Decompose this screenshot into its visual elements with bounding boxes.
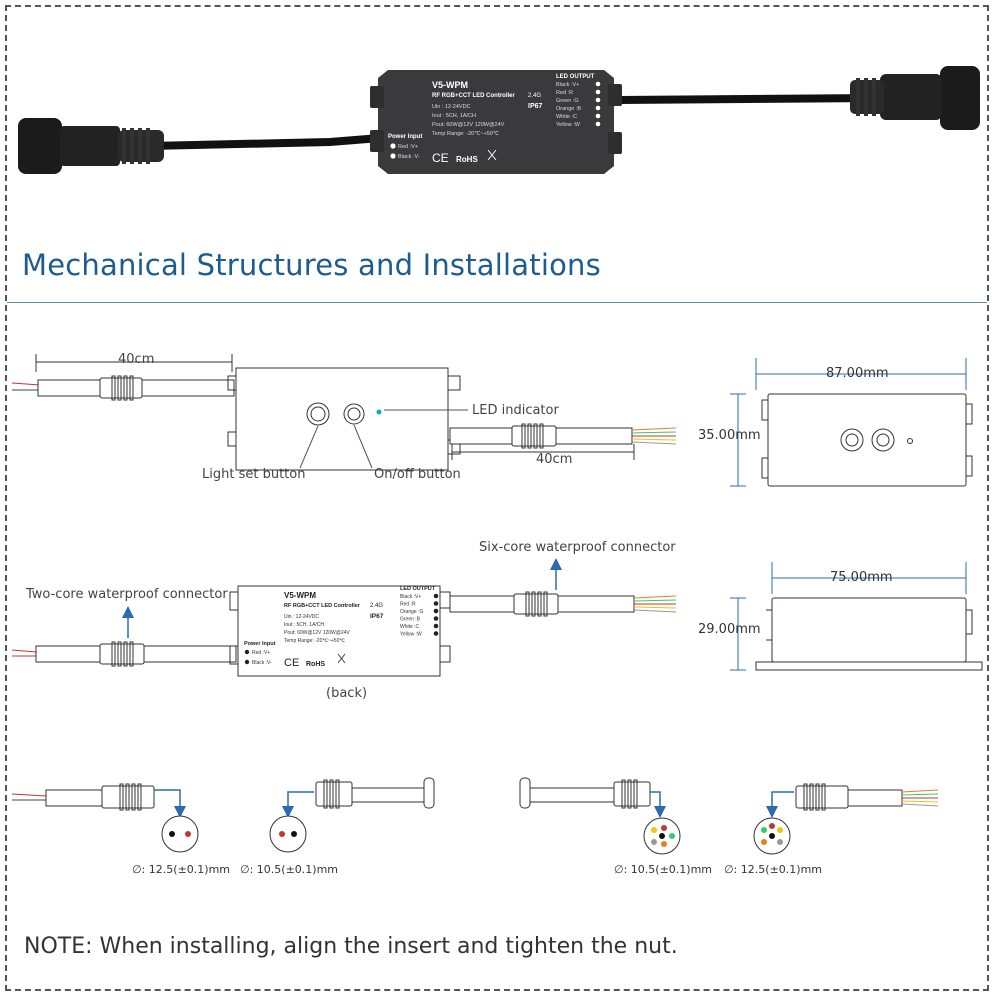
svg-text:RF RGB+CCT LED Controller: RF RGB+CCT LED Controller [284, 603, 361, 609]
terminal-dot [433, 608, 439, 614]
terminal-dot [595, 97, 601, 103]
terminal-dot [433, 623, 439, 629]
dimension-width-top: 87.00mm [826, 366, 889, 381]
connector-diameter-2: ∅: 10.5(±0.1)mm [240, 863, 339, 876]
led-output-line: Green :B [400, 617, 421, 623]
svg-text:RoHS: RoHS [456, 155, 478, 164]
svg-text:CE: CE [284, 657, 299, 669]
connector-details [11, 777, 939, 855]
dimension-height-bottom: 29.00mm [698, 622, 761, 637]
led-output-line: Black :V+ [400, 594, 421, 600]
svg-text:Iout : 5CH, 1A/CH: Iout : 5CH, 1A/CH [284, 622, 324, 628]
svg-text:Red :V+: Red :V+ [398, 144, 418, 150]
dimension-width-bottom: 75.00mm [830, 570, 893, 585]
terminal-dot [595, 81, 601, 87]
top-dimension-view [730, 358, 973, 487]
led-output-line: Green :G [556, 98, 579, 104]
svg-text:Pout: 60W@12V 120W@24V: Pout: 60W@12V 120W@24V [432, 122, 505, 128]
terminal-dot [595, 105, 601, 111]
terminal-dot [433, 616, 439, 621]
led-indicator-label: LED indicator [472, 403, 559, 418]
led-output-line: Orange :G [400, 609, 423, 615]
light-set-button-label: Light set button [202, 467, 306, 482]
svg-text:Temp Range: -20℃~+50℃: Temp Range: -20℃~+50℃ [432, 131, 500, 137]
device-body [378, 70, 614, 174]
led-output-line: White :C [556, 114, 577, 120]
title-divider [7, 302, 987, 303]
six-core-connector-label: Six-core waterproof connector [479, 540, 676, 555]
onoff-button-label: On/off button [374, 467, 461, 482]
cable-length-left: 40cm [118, 352, 155, 367]
led-output-line: Yellow :W [556, 122, 581, 128]
led-output-line: Black :V+ [556, 82, 579, 88]
terminal-dot [433, 601, 439, 606]
back-label: (back) [326, 686, 368, 701]
led-output-line: Red :R [556, 90, 573, 96]
dashed-frame [5, 5, 989, 991]
svg-text:Black :V-: Black :V- [398, 154, 420, 160]
connector-diameter-1: ∅: 12.5(±0.1)mm [132, 863, 231, 876]
led-output-line: White :C [400, 624, 420, 630]
terminal-dot [433, 631, 439, 636]
svg-text:Power Input: Power Input [244, 641, 276, 647]
connector-diameter-3: ∅: 10.5(±0.1)mm [614, 863, 713, 876]
svg-text:Black :V-: Black :V- [252, 660, 272, 666]
cable-length-right: 40cm [536, 452, 573, 467]
terminal-dot [595, 89, 601, 95]
installation-note: NOTE: When installing, align the insert … [24, 934, 678, 959]
product-photo: V5-WPM RF RGB+CCT LED Controller Uin : 1… [18, 66, 980, 174]
svg-text:Red :V+: Red :V+ [252, 650, 270, 656]
front-view-drawing [11, 354, 677, 471]
svg-text:V5-WPM: V5-WPM [284, 591, 316, 600]
svg-text:2.4G: 2.4G [528, 93, 541, 99]
svg-text:LED OUTPUT: LED OUTPUT [400, 586, 436, 592]
terminal-dot [433, 593, 439, 599]
svg-text:CE: CE [432, 151, 449, 165]
svg-text:IP67: IP67 [370, 613, 384, 620]
bottom-dimension-view [730, 562, 983, 671]
svg-text:Uin : 12-24VDC: Uin : 12-24VDC [284, 614, 319, 620]
svg-text:Uin : 12-24VDC: Uin : 12-24VDC [432, 104, 471, 110]
connector-diameter-4: ∅: 12.5(±0.1)mm [724, 863, 823, 876]
left-connector-nut [18, 118, 62, 174]
terminal-dot [595, 113, 601, 119]
svg-text:LED OUTPUT: LED OUTPUT [556, 74, 595, 80]
led-output-line: Orange :B [556, 106, 581, 112]
dimension-height-top: 35.00mm [698, 428, 761, 443]
svg-text:Power Input: Power Input [388, 134, 422, 140]
svg-text:Pout: 60W@12V 120W@24V: Pout: 60W@12V 120W@24V [284, 630, 350, 636]
svg-text:Temp Range: -20℃~+50℃: Temp Range: -20℃~+50℃ [284, 638, 345, 644]
led-output-line: Red :R [400, 602, 416, 608]
two-core-connector-label: Two-core waterproof connector [26, 587, 228, 602]
svg-text:RF RGB+CCT LED Controller: RF RGB+CCT LED Controller [432, 93, 515, 99]
svg-text:IP67: IP67 [528, 103, 543, 110]
section-title: Mechanical Structures and Installations [22, 248, 601, 282]
right-connector-nut [940, 66, 980, 130]
back-view-drawing: V5-WPM RF RGB+CCT LED Controller Uin : 1… [11, 558, 677, 677]
svg-text:Iout : 5CH, 1A/CH: Iout : 5CH, 1A/CH [432, 113, 476, 119]
device-model: V5-WPM [432, 80, 468, 90]
led-output-line: Yellow :W [400, 632, 422, 638]
svg-text:RoHS: RoHS [306, 661, 325, 668]
svg-text:2.4G: 2.4G [370, 603, 383, 609]
terminal-dot [595, 121, 601, 127]
